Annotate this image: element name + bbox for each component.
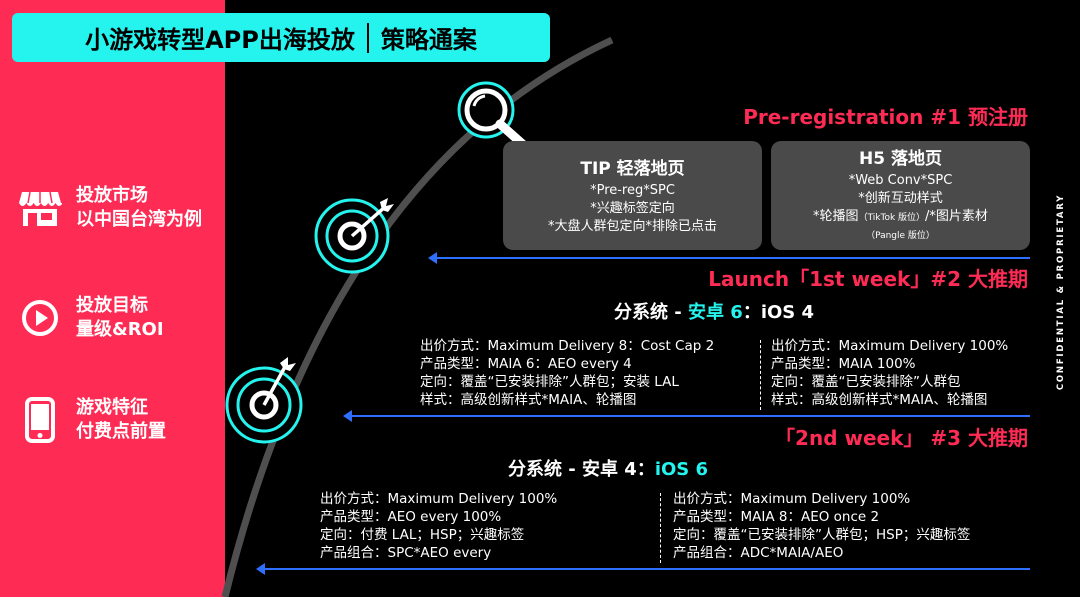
timeline-arrow xyxy=(343,410,1030,422)
ios-share: iOS 6 xyxy=(654,459,709,480)
android-share: 安卓 4 xyxy=(582,459,637,480)
card-heading: H5 落地页 xyxy=(859,149,942,169)
spec-line: 产品组合：ADC*MAIA/AEO xyxy=(673,545,844,561)
ios-share: iOS 4 xyxy=(760,302,815,323)
phase2-android-spec: 出价方式：Maximum Delivery 8：Cost Cap 2 产品类型：… xyxy=(420,337,714,409)
storefront-icon xyxy=(18,186,62,230)
phase3-split: 分系统 - 安卓 4：iOS 6 xyxy=(508,459,709,480)
sidebar-item-goal: 投放目标 量级&ROI xyxy=(18,294,164,342)
timeline-arrow xyxy=(256,563,1030,575)
phase3-android-spec: 出价方式：Maximum Delivery 100% 产品类型：AEO ever… xyxy=(320,490,557,562)
spec-line: 样式：高级创新样式*MAIA、轮播图 xyxy=(771,392,988,408)
sidebar-item-feature: 游戏特征 付费点前置 xyxy=(18,396,166,444)
card-line: *兴趣标签定向 xyxy=(590,201,675,216)
spec-line: 产品类型：MAIA 8：AEO once 2 xyxy=(673,509,880,525)
spec-line: 定向：覆盖“已安装排除”人群包；HSP；兴趣标签 xyxy=(673,527,971,543)
smartphone-icon xyxy=(18,397,62,443)
card-note: （Pangle 版位） xyxy=(866,231,935,241)
target-icon xyxy=(312,196,402,280)
title-divider xyxy=(366,22,369,53)
timeline-arrow xyxy=(428,252,1030,264)
spec-line: 出价方式：Maximum Delivery 100% xyxy=(673,491,911,507)
phase2-split: 分系统 - 安卓 6：iOS 4 xyxy=(614,302,815,323)
play-circle-icon xyxy=(18,296,62,340)
spec-line: 出价方式：Maximum Delivery 8：Cost Cap 2 xyxy=(420,338,715,354)
card-line: *创新互动样式 xyxy=(858,191,943,206)
card-line: *Web Conv*SPC xyxy=(848,173,953,188)
phase2-ios-spec: 出价方式：Maximum Delivery 100% 产品类型：MAIA 100… xyxy=(771,337,1008,409)
page-title: 小游戏转型APP出海投放 策略通案 xyxy=(12,13,550,62)
card-h5-landing: H5 落地页 *Web Conv*SPC *创新互动样式 *轮播图（TikTok… xyxy=(771,141,1030,250)
card-tip-landing: TIP 轻落地页 *Pre-reg*SPC *兴趣标签定向 *大盘人群包定向*排… xyxy=(503,141,762,250)
card-line: *大盘人群包定向*排除已点击 xyxy=(547,219,717,234)
card-heading: TIP 轻落地页 xyxy=(580,159,685,179)
card-line: *Pre-reg*SPC xyxy=(590,183,675,198)
sidebar-item-market: 投放市场 以中国台湾为例 xyxy=(18,184,202,232)
target-icon xyxy=(222,357,312,451)
spec-line: 出价方式：Maximum Delivery 100% xyxy=(320,491,558,507)
spec-line: 定向：付费 LAL；HSP；兴趣标签 xyxy=(320,527,525,543)
phase1-title: Pre-registration #1 预注册 xyxy=(743,105,1028,129)
spec-line: 产品组合：SPC*AEO every xyxy=(320,545,492,561)
sidebar-market-sub: 以中国台湾为例 xyxy=(76,209,202,230)
spec-line: 样式：高级创新样式*MAIA、轮播图 xyxy=(420,392,637,408)
column-divider xyxy=(760,340,761,410)
spec-line: 产品类型：MAIA 6：AEO every 4 xyxy=(420,356,632,372)
sidebar-goal-label: 投放目标 xyxy=(76,295,148,316)
phase3-ios-spec: 出价方式：Maximum Delivery 100% 产品类型：MAIA 8：A… xyxy=(673,490,970,562)
card-note: （TikTok 版位） xyxy=(858,213,926,223)
spec-line: 产品类型：MAIA 100% xyxy=(771,356,916,372)
title-sub: 策略通案 xyxy=(380,26,477,54)
sidebar: 投放市场 以中国台湾为例 投放目标 量级&ROI 游戏特征 付费点前置 xyxy=(0,0,225,597)
sidebar-goal-sub: 量级&ROI xyxy=(76,319,164,340)
phase3-title: 「2nd week」 #3 大推期 xyxy=(775,426,1028,450)
spec-line: 定向：覆盖“已安装排除”人群包；安装 LAL xyxy=(420,374,679,390)
confidential-label: CONFIDENTIAL & PROPRIETARY xyxy=(1056,193,1066,390)
title-main: 小游戏转型APP出海投放 xyxy=(85,26,355,54)
sidebar-feature-sub: 付费点前置 xyxy=(76,421,166,442)
sidebar-market-label: 投放市场 xyxy=(76,185,148,206)
android-share: 安卓 6 xyxy=(688,302,743,323)
phase2-title: Launch「1st week」#2 大推期 xyxy=(708,267,1028,291)
spec-line: 出价方式：Maximum Delivery 100% xyxy=(771,338,1009,354)
card-line: /*图片素材 xyxy=(925,209,988,224)
spec-line: 产品类型：AEO every 100% xyxy=(320,509,502,525)
column-divider xyxy=(660,493,661,563)
spec-line: 定向：覆盖“已安装排除”人群包 xyxy=(771,374,961,390)
card-line: *轮播图 xyxy=(813,209,859,224)
sidebar-feature-label: 游戏特征 xyxy=(76,397,148,418)
